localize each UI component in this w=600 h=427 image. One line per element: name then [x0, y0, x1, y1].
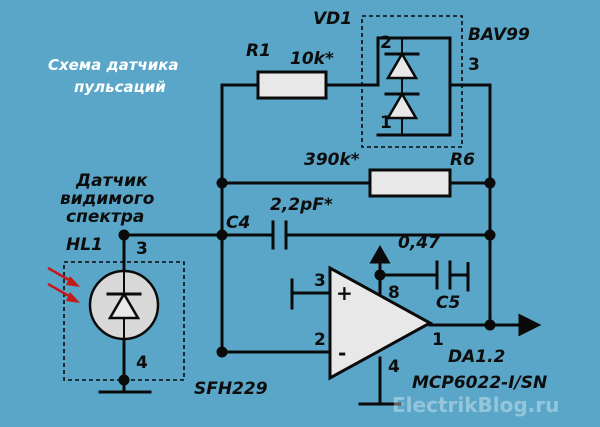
node-r6-right: [484, 177, 496, 189]
sensor-caption-line3: спектра: [66, 207, 144, 227]
wire-opamp-plus: [290, 278, 332, 310]
light-arrows-icon: [47, 266, 80, 303]
c5-ref-label: C5: [436, 293, 460, 313]
node-output: [484, 319, 496, 331]
sensor-photodiode-icon: [107, 291, 141, 320]
opamp-triangle: [328, 265, 434, 381]
sensor-part-label: SFH229: [194, 379, 268, 399]
vcc-arrow: [369, 244, 391, 264]
opamp-ref-label: DA1.2: [448, 347, 505, 367]
vd1-package-outline: [361, 15, 463, 148]
watermark: ElectrikBlog.ru: [392, 393, 559, 417]
sensor-ref-label: HL1: [66, 235, 103, 255]
wire-gnd: [358, 356, 402, 406]
wire-r1-to-vd1: [324, 36, 380, 87]
node-minus-input: [216, 346, 228, 358]
opamp-part-label: MCP6022-I/SN: [412, 373, 547, 393]
node-c4-left: [216, 229, 228, 241]
node-sensor-top: [118, 229, 130, 241]
resistor-r1: [256, 70, 328, 100]
wire-right-bus: [448, 83, 492, 327]
sensor-caption-line1: Датчик: [75, 171, 148, 191]
opamp-pin-out-label: 1: [432, 330, 444, 350]
vd1-pin3-label: 3: [468, 55, 480, 75]
c4-value-label: 2,2pF*: [270, 195, 333, 215]
title-line2: пульсаций: [74, 78, 166, 96]
sensor-pin-bottom-label: 4: [136, 353, 148, 373]
resistor-r6: [368, 168, 452, 198]
node-c4-right: [484, 229, 496, 241]
vd1-diode-upper: [385, 51, 419, 80]
node-vcc: [374, 269, 386, 281]
wire-c5-ground: [448, 262, 470, 292]
opamp-pin-plus-label: 3: [314, 271, 326, 291]
r1-ref-label: R1: [246, 41, 271, 61]
r1-value-label: 10k*: [290, 49, 334, 69]
title-line1: Схема датчика: [48, 56, 179, 74]
sensor-pin-top-label: 3: [136, 239, 148, 259]
opamp-pin-minus-label: 2: [314, 330, 326, 350]
vd1-pin2-label: 2: [380, 33, 392, 53]
node-r6-left: [216, 177, 228, 189]
r6-ref-label: R6: [450, 150, 475, 170]
capacitor-c4: [271, 220, 288, 250]
opamp-minus-symbol: -: [338, 341, 346, 365]
output-arrow: [518, 313, 542, 337]
node-sensor-bottom: [118, 374, 130, 386]
r6-value-label: 390k*: [304, 150, 360, 170]
capacitor-c5: [435, 260, 452, 290]
vd1-part-label: BAV99: [468, 25, 530, 45]
opamp-pin-gnd-label: 4: [388, 357, 400, 377]
c5-value-label: 0,47: [398, 233, 440, 253]
c4-ref-label: C4: [226, 213, 250, 233]
vd1-diode-lower: [385, 91, 419, 120]
vd1-pin1-label: 1: [380, 113, 392, 133]
opamp-plus-symbol: +: [336, 281, 353, 305]
vd1-ref-label: VD1: [313, 9, 352, 29]
sensor-caption-line2: видимого: [60, 189, 155, 209]
opamp-pin-vcc-label: 8: [388, 283, 400, 303]
